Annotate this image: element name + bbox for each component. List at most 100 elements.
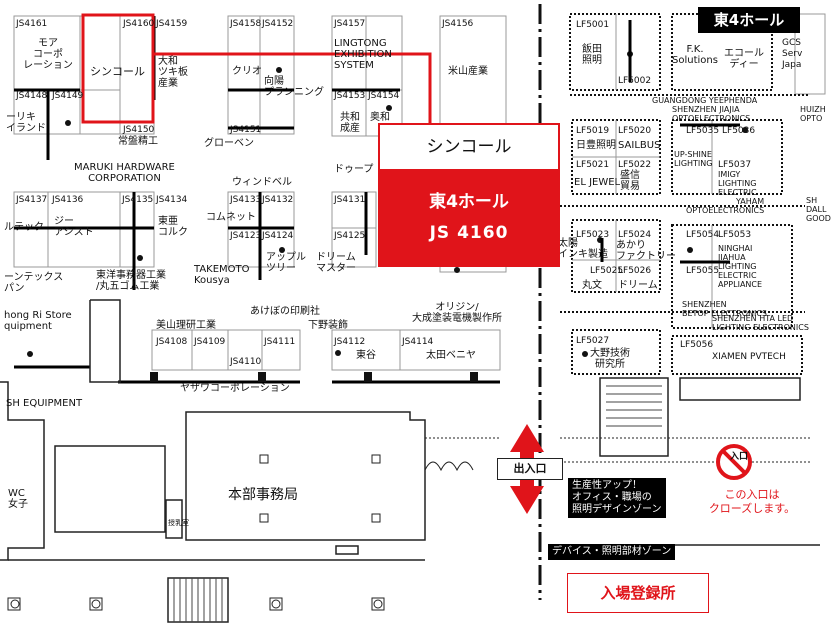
booth-id: LF5036 xyxy=(722,126,756,136)
exhibitor-name: 奥和 xyxy=(370,112,390,123)
entrance-small-label: 入口 xyxy=(730,452,749,462)
booth-id: LF5054 xyxy=(686,230,720,240)
exhibitor-name: ドリーム マスター xyxy=(316,252,356,274)
booth-id: JS4136 xyxy=(52,195,84,205)
booth-id: JS4161 xyxy=(16,19,48,29)
booth-id: JS4124 xyxy=(262,231,294,241)
exhibitor-name: 大野技術 研究所 xyxy=(590,348,630,370)
exhibitor-name: OPTOELECTRONICS xyxy=(686,206,765,215)
booth-id: JS4154 xyxy=(368,91,400,101)
callout-company: シンコール xyxy=(380,125,558,171)
exhibitor-name: SHENZHEN HTA LED LIGHTING ELECTRONICS xyxy=(712,314,809,332)
booth-id: LF5056 xyxy=(680,340,714,350)
booth-id: JS4157 xyxy=(334,19,366,29)
booth-id: JS4110 xyxy=(230,357,262,367)
booth-id: JS4135 xyxy=(122,195,154,205)
booth-id: JS4125 xyxy=(334,231,366,241)
exhibitor-name: 東谷 xyxy=(356,350,376,361)
booth-id: JS4150 xyxy=(123,125,155,135)
exhibitor-name: F.K. Solutions xyxy=(672,44,718,66)
booth-id: JS4148 xyxy=(16,91,48,101)
exhibitor-name: クリオ xyxy=(232,66,262,77)
exhibitor-name: グローベン xyxy=(204,138,254,149)
booth-id: LF5037 xyxy=(718,160,752,170)
exhibitor-name: あけぼの印刷社 xyxy=(250,306,320,317)
exhibitor-name: SHENZHEN BETOP ELECTRONICS xyxy=(682,300,767,318)
exhibitor-name: ジー アシスト xyxy=(54,216,94,238)
exhibitor-name: エコール ディー xyxy=(724,48,764,70)
entrance-label: 出入口 xyxy=(497,458,563,480)
exhibitor-name: 太田ベニヤ xyxy=(426,350,476,361)
exhibitor-name: 盛信 貿易 xyxy=(620,170,640,192)
exhibitor-name: MARUKI HARDWARE CORPORATION xyxy=(74,162,175,184)
booth-id: JS4152 xyxy=(262,19,294,29)
exhibitor-name: 東亜 コルク xyxy=(158,216,188,238)
registration-label: 入場登録所 xyxy=(567,573,709,613)
booth-id: LF5020 xyxy=(618,126,652,136)
booth-id: LF5023 xyxy=(576,230,610,240)
exhibitor-name: 美山理研工業 xyxy=(156,320,216,331)
exhibitor-name: ドリーム xyxy=(618,280,658,291)
booth-id: JS4114 xyxy=(402,337,434,347)
exhibitor-name: 丸文 xyxy=(582,280,602,291)
booth-id: JS4131 xyxy=(334,195,366,205)
booth-id: LF5021 xyxy=(576,160,610,170)
exhibitor-name: SH EQUIPMENT xyxy=(6,398,83,409)
exhibitor-name: 東洋事務器工業 /丸五ゴム工業 xyxy=(96,270,166,292)
exhibitor-name: HUIZH OPTO xyxy=(800,105,826,123)
booth-id: LF5019 xyxy=(576,126,610,136)
exhibitor-name: モア コーポ レーション xyxy=(23,38,73,71)
booth-id: JS4160 xyxy=(123,19,155,29)
booth-id: JS4132 xyxy=(262,195,294,205)
booth-id: LF5026 xyxy=(618,266,652,276)
booth-id: LF5024 xyxy=(618,230,652,240)
exhibitor-name: IMIGY LIGHTING ELECTRIC xyxy=(718,170,757,197)
booth-id: JS4123 xyxy=(230,231,262,241)
exhibitor-name: 太陽 インキ製造 xyxy=(558,238,608,260)
closed-entrance-note: この入口は クローズします。 xyxy=(708,488,796,515)
exhibitor-name: アップル ツリー xyxy=(266,252,306,274)
booth-id: JS4156 xyxy=(442,19,474,29)
booth-id: LF5025 xyxy=(590,266,624,276)
exhibitor-name: hong Ri Store quipment xyxy=(4,310,72,332)
booth-id: JS4133 xyxy=(230,195,262,205)
exhibitor-name: 向陽 プランニング xyxy=(264,76,324,98)
device-zone-label: デバイス・照明部材ゾーン xyxy=(548,544,676,560)
booth-id: LF5053 xyxy=(718,230,752,240)
exhibitor-name: ーリキ イランド xyxy=(6,112,46,134)
exhibitor-name: 共和 成産 xyxy=(340,112,360,134)
exhibitor-name: コムネット xyxy=(206,212,256,223)
booth-id: LF5035 xyxy=(686,126,720,136)
lighting-zone-label: 生産性アップ！ オフィス・職場の 照明デザインゾーン xyxy=(568,478,666,518)
booth-id: LF5001 xyxy=(576,20,610,30)
exhibitor-name: オリジン/ 大成塗装電機製作所 xyxy=(412,302,502,324)
exhibitor-name: ルテック xyxy=(4,222,44,233)
booth-id: LF5002 xyxy=(618,76,652,86)
booth-id: JS4134 xyxy=(156,195,188,205)
callout-hall: 東4ホール xyxy=(429,192,509,212)
hall-title-badge: 東4ホール xyxy=(698,7,800,33)
exhibitor-name: SH DALL GOOD xyxy=(806,196,831,223)
exhibitor-name: UP-SHINE LIGHTING xyxy=(674,150,713,168)
exhibitor-name: 常盤精工 xyxy=(118,136,158,147)
exhibitor-name: 下野装飾 xyxy=(308,320,348,331)
booth-id: LF5055 xyxy=(686,266,720,276)
callout-booth-number: JS 4160 xyxy=(429,223,509,243)
exhibitor-name: 飯田 照明 xyxy=(582,44,602,66)
office-label: 本部事務局 xyxy=(228,487,298,503)
exhibitor-name: GUANGDONG YEEPHENDA xyxy=(652,96,758,105)
nursing-room-label: 授乳室 xyxy=(168,519,189,527)
exhibitor-name: 米山産業 xyxy=(448,66,488,77)
booth-id: JS4108 xyxy=(156,337,188,347)
booth-callout: シンコール 東4ホール JS 4160 xyxy=(378,123,560,267)
booth-id: JS4151 xyxy=(230,125,262,135)
booth-id: LF5027 xyxy=(576,336,610,346)
exhibitor-name: シンコール xyxy=(90,65,145,78)
exhibitor-name: あかり ファクトリー xyxy=(616,240,676,262)
booth-id: JS4112 xyxy=(334,337,366,347)
exhibitor-name: 日豊照明 xyxy=(576,140,616,151)
exhibitor-name: ヤザワコーポレーション xyxy=(180,383,290,394)
exhibitor-name: YAHAM xyxy=(736,197,765,206)
booth-id: JS4159 xyxy=(156,19,188,29)
